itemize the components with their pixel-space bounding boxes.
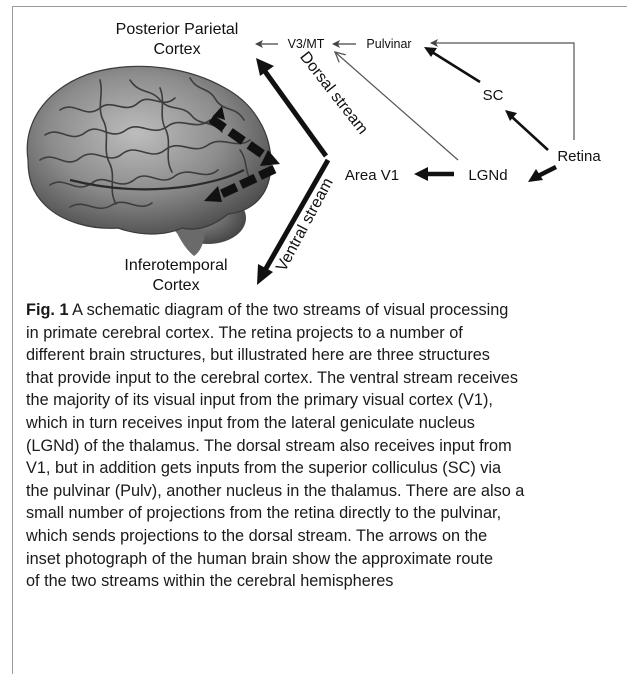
caption-line-4: that provide input to the cerebral corte… xyxy=(26,367,622,390)
area-v1-label: Area V1 xyxy=(345,167,399,184)
caption-line-12: inset photograph of the human brain show… xyxy=(26,548,622,571)
caption-line-6: which in turn receives input from the la… xyxy=(26,412,622,435)
caption-text: A schematic diagram of the two streams o… xyxy=(69,301,509,319)
lgnd-label: LGNd xyxy=(468,167,507,184)
lgnd-to-v1-arrowhead xyxy=(414,167,428,181)
posterior-parietal-label-line1: Posterior Parietal xyxy=(116,21,239,38)
figure-label: Fig. 1 xyxy=(26,301,69,319)
stream-arrows xyxy=(256,43,574,285)
caption-line-10: small number of projections from the ret… xyxy=(26,502,622,525)
pulvinar-label: Pulvinar xyxy=(366,37,411,51)
ventral-stream-label: Ventral stream xyxy=(273,175,336,274)
retina-label: Retina xyxy=(557,148,601,165)
cerebrum-shape xyxy=(27,66,271,234)
v3mt-label: V3/MT xyxy=(288,37,325,51)
sc-label: SC xyxy=(483,87,504,104)
inferotemporal-label-line2: Cortex xyxy=(152,277,199,294)
caption-line-5: the majority of its visual input from th… xyxy=(26,389,622,412)
retina-to-lgnd-arrow-shaft xyxy=(538,167,556,176)
retina-to-sc-arrow-shaft xyxy=(512,117,548,150)
caption-line-2: in primate cerebral cortex. The retina p… xyxy=(26,322,622,345)
caption-line-13: of the two streams within the cerebral h… xyxy=(26,570,622,593)
posterior-parietal-label-line2: Cortex xyxy=(153,41,200,58)
caption-line-8: V1, but in addition gets inputs from the… xyxy=(26,457,622,480)
sc-to-pulvinar-arrow-shaft xyxy=(432,52,480,82)
caption-line-7: (LGNd) of the thalamus. The dorsal strea… xyxy=(26,435,622,458)
dorsal-stream-label: Dorsal stream xyxy=(296,49,371,138)
caption-line-1: Fig. 1 A schematic diagram of the two st… xyxy=(26,299,622,322)
figure-caption: Fig. 1 A schematic diagram of the two st… xyxy=(26,299,622,593)
caption-line-11: which sends projections to the dorsal st… xyxy=(26,525,622,548)
sc-to-pulvinar-arrowhead xyxy=(424,47,437,57)
caption-line-9: the pulvinar (Pulv), another nucleus in … xyxy=(26,480,622,503)
inferotemporal-label-line1: Inferotemporal xyxy=(124,257,227,274)
caption-line-3: different brain structures, but illustra… xyxy=(26,344,622,367)
visual-streams-diagram: Posterior Parietal Cortex V3/MT Pulvinar… xyxy=(0,0,627,300)
brain-photo xyxy=(27,66,271,256)
